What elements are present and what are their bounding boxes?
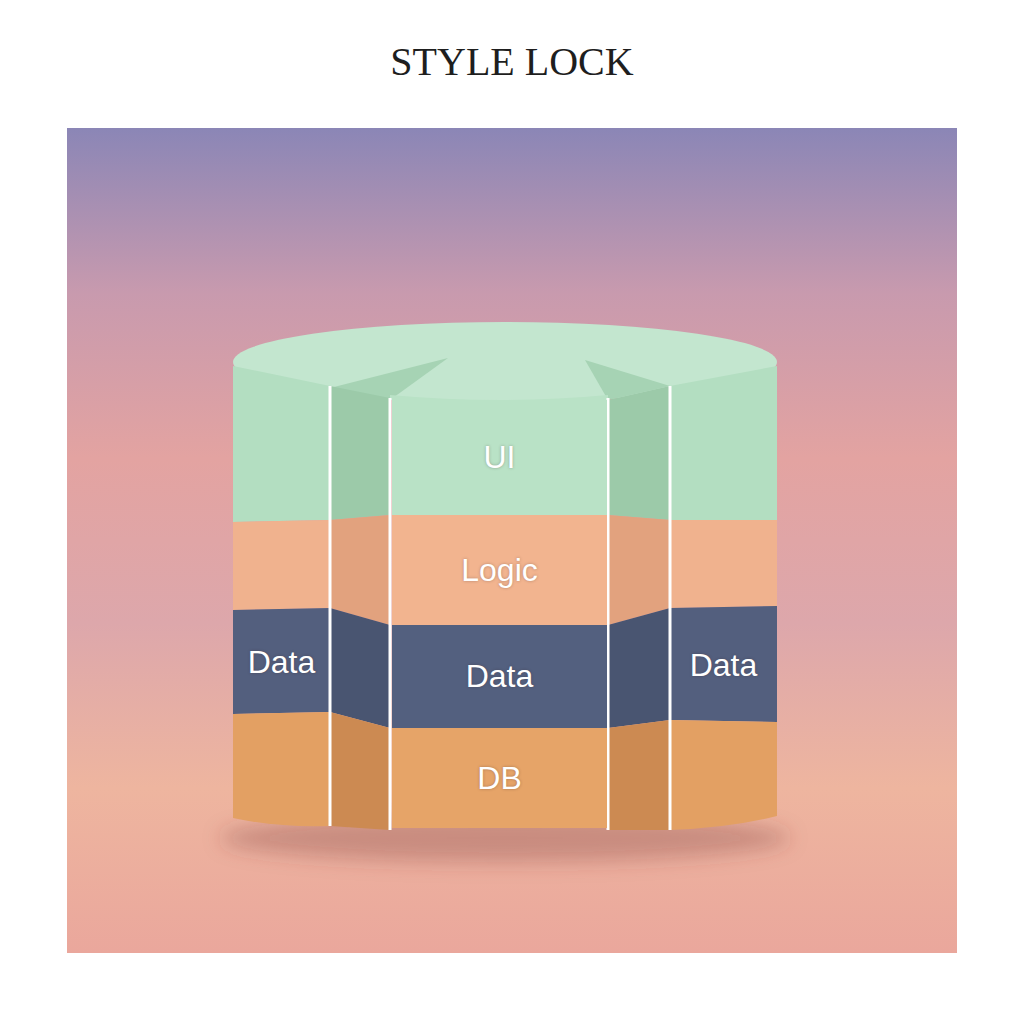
band-label: Data — [466, 658, 534, 695]
band-label: Logic — [461, 552, 538, 589]
layer-band: Data — [233, 612, 330, 712]
band-label: Data — [248, 644, 316, 681]
layer-band: UI — [392, 400, 607, 515]
band-label: DB — [477, 760, 521, 797]
layer-band: Data — [670, 610, 777, 720]
slice-gap-lines — [330, 386, 670, 830]
layer-band: Logic — [392, 515, 607, 625]
background-panel — [67, 128, 957, 953]
layer-band: DB — [392, 728, 607, 828]
layer-band: Data — [392, 625, 607, 728]
band-label: Data — [690, 647, 758, 684]
title: STYLE LOCK — [0, 38, 1024, 85]
band-label: UI — [484, 439, 516, 476]
left-slice — [233, 366, 390, 830]
right-slice — [608, 366, 777, 830]
